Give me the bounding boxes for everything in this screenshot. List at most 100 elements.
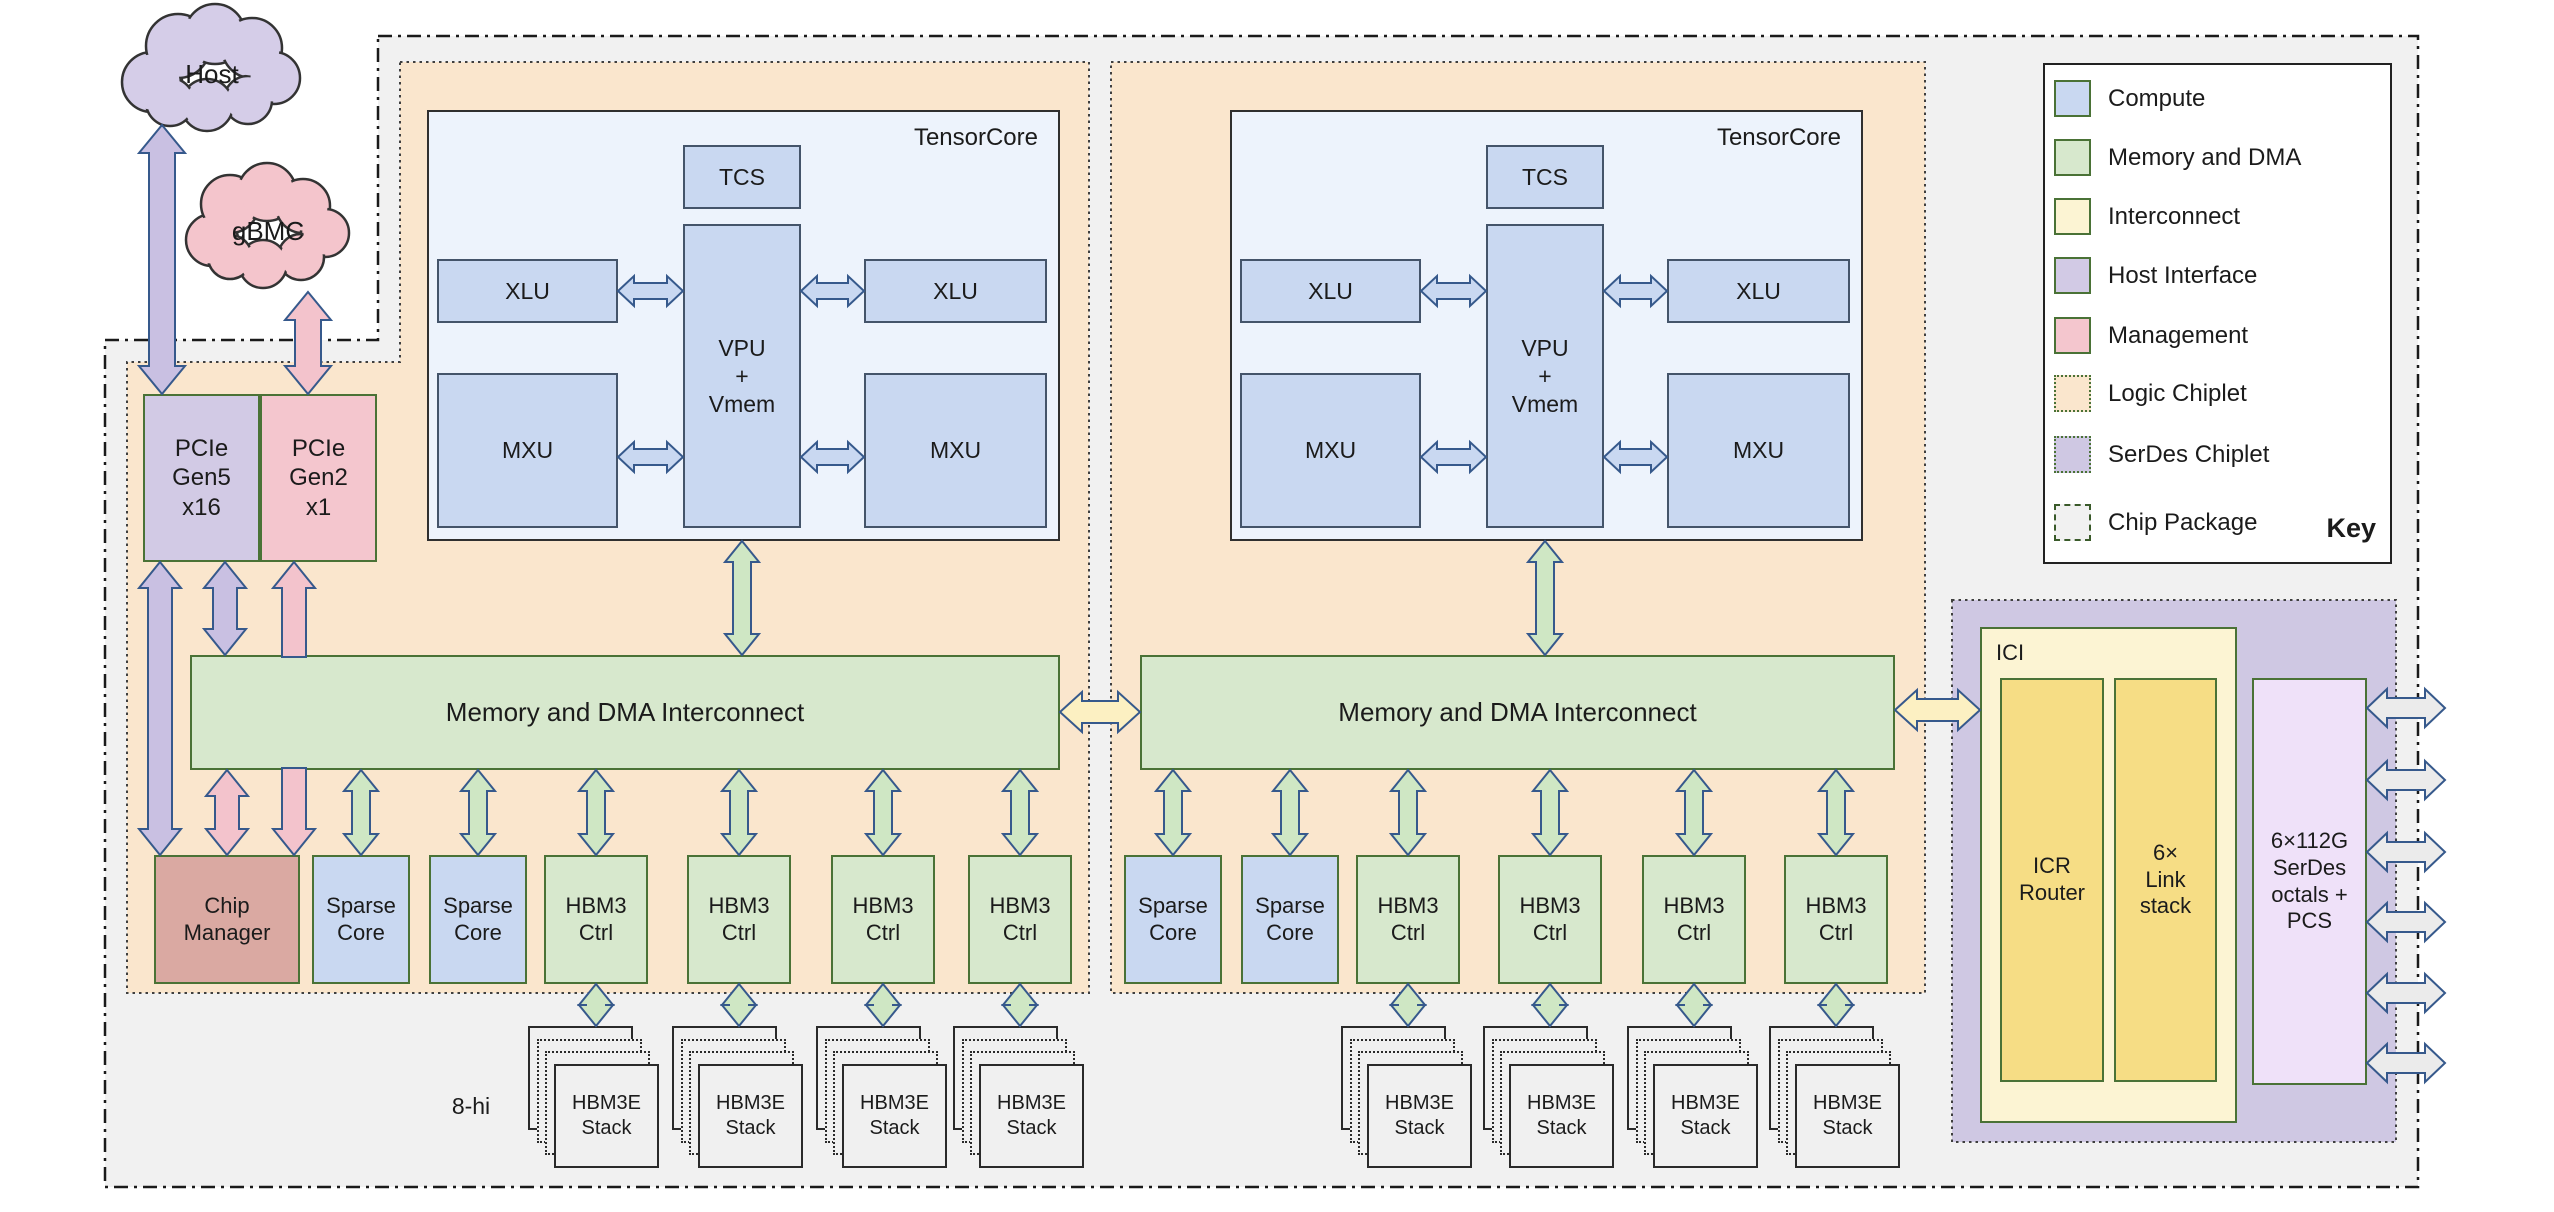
arrow-interconnect1-sparse-core-1	[341, 768, 381, 857]
arrow-hbm3-ctrl-5-stack	[1388, 982, 1428, 1028]
gbmc-cloud-label: gBMC	[231, 216, 305, 247]
hbm3-ctrl-1: HBM3 Ctrl	[544, 855, 648, 984]
sparse-core-1: Sparse Core	[312, 855, 410, 984]
compute-swatch	[2054, 80, 2091, 117]
management-swatch	[2054, 317, 2091, 354]
key-item-label: Memory and DMA	[2108, 143, 2302, 171]
arrow-interconnect1-hbm3-ctrl-2	[719, 768, 759, 857]
arrow-tensorcore2-interconnect2	[1525, 539, 1565, 657]
key-item-label: Compute	[2108, 84, 2206, 112]
pcie-gen5-block: PCIe Gen5 x16	[143, 394, 260, 562]
stack-card-front: HBM3E Stack	[554, 1064, 659, 1168]
sparse-core-4: Sparse Core	[1241, 855, 1339, 984]
key-box	[2043, 63, 2392, 564]
memory-dma-interconnect-2: Memory and DMA Interconnect	[1140, 655, 1895, 770]
arrow-hbm3-ctrl-1-stack	[576, 982, 616, 1028]
arrow-interconnect1-hbm3-ctrl-3	[863, 768, 903, 857]
arrow-interconnect2-sparse-core-3	[1153, 768, 1193, 857]
stack-card-front: HBM3E Stack	[1509, 1064, 1614, 1168]
host-interface-swatch	[2054, 257, 2091, 294]
hbm3e-stack-3: HBM3E Stack	[816, 1026, 948, 1170]
xlu-block-1-left: XLU	[437, 259, 618, 323]
hbm3-ctrl-6: HBM3 Ctrl	[1498, 855, 1602, 984]
arrow-serdes-link-1	[2365, 686, 2447, 730]
hbm3e-stack-6: HBM3E Stack	[1483, 1026, 1615, 1170]
key-item-memory-dma: Memory and DMA	[2054, 139, 2301, 176]
stack-card-front: HBM3E Stack	[698, 1064, 803, 1168]
key-item-logic-chiplet: Logic Chiplet	[2054, 375, 2247, 412]
memory-dma-swatch	[2054, 139, 2091, 176]
hbm3-ctrl-8: HBM3 Ctrl	[1784, 855, 1888, 984]
vpu-vmem-block-1: VPU + Vmem	[683, 224, 801, 528]
arrow-pcie-gen5-interconnect	[201, 560, 249, 657]
key-item-label: SerDes Chiplet	[2108, 440, 2270, 468]
arrow-gen2-chip-manager	[270, 767, 318, 857]
key-item-chip-package: Chip Package	[2054, 504, 2257, 541]
arrow-interconnect1-sparse-core-2	[458, 768, 498, 857]
hbm3e-stack-1: HBM3E Stack	[528, 1026, 660, 1170]
stack-card-front: HBM3E Stack	[979, 1064, 1084, 1168]
key-item-compute: Compute	[2054, 80, 2205, 117]
chip-package-swatch	[2054, 504, 2091, 541]
hbm3-ctrl-2: HBM3 Ctrl	[687, 855, 791, 984]
logic-chiplet-swatch	[2054, 375, 2091, 412]
arrow-interconnect2-hbm3-ctrl-6	[1530, 768, 1570, 857]
serdes-octals-block: 6×112G SerDes octals + PCS	[2252, 678, 2367, 1085]
key-item-label: Interconnect	[2108, 202, 2241, 230]
xlu-block-2-right: XLU	[1667, 259, 1850, 323]
memory-dma-interconnect-1: Memory and DMA Interconnect	[190, 655, 1060, 770]
stack-card-front: HBM3E Stack	[842, 1064, 947, 1168]
icr-router-block: ICR Router	[2000, 678, 2104, 1082]
hbm-stack-height-label: 8-hi	[451, 1092, 491, 1119]
arrow-serdes-link-6	[2365, 1041, 2447, 1085]
hbm3e-stack-8: HBM3E Stack	[1769, 1026, 1901, 1170]
arrow-interconnect2-sparse-core-4	[1270, 768, 1310, 857]
host-cloud-label: Host	[185, 59, 239, 90]
hbm3-ctrl-5: HBM3 Ctrl	[1356, 855, 1460, 984]
arrow-hbm3-ctrl-6-stack	[1530, 982, 1570, 1028]
mxu-block-1-left: MXU	[437, 373, 618, 528]
xlu-block-1-right: XLU	[864, 259, 1047, 323]
serdes-chiplet-swatch	[2054, 436, 2091, 473]
key-item-interconnect: Interconnect	[2054, 198, 2240, 235]
hbm3e-stack-2: HBM3E Stack	[672, 1026, 804, 1170]
arrow-interconnect1-hbm3-ctrl-1	[576, 768, 616, 857]
arrow-serdes-link-4	[2365, 900, 2447, 944]
arrow-hbm3-ctrl-7-stack	[1674, 982, 1714, 1028]
mxu-block-2-right: MXU	[1667, 373, 1850, 528]
key-item-serdes-chiplet: SerDes Chiplet	[2054, 436, 2269, 473]
tcs-block-2: TCS	[1486, 145, 1604, 209]
arrow-hbm3-ctrl-4-stack	[1000, 982, 1040, 1028]
key-item-label: Chip Package	[2108, 508, 2258, 536]
arrow-interconnect2-hbm3-ctrl-8	[1816, 768, 1856, 857]
arrow-interconnect1-chip-manager	[203, 768, 251, 857]
arrow-hbm3-ctrl-8-stack	[1816, 982, 1856, 1028]
arrow-interconnect2-ici	[1893, 687, 1982, 733]
stack-card-front: HBM3E Stack	[1795, 1064, 1900, 1168]
mxu-block-1-right: MXU	[864, 373, 1047, 528]
hbm3-ctrl-3: HBM3 Ctrl	[831, 855, 935, 984]
interconnect-swatch	[2054, 198, 2091, 235]
tensorcore-2-label: TensorCore	[1716, 124, 1841, 152]
stack-card-front: HBM3E Stack	[1367, 1064, 1472, 1168]
arrow-pcie-gen2-interconnect	[270, 560, 318, 658]
link-stack-block: 6× Link stack	[2114, 678, 2217, 1082]
hbm3-ctrl-4: HBM3 Ctrl	[968, 855, 1072, 984]
arrow-gbmc-pcie	[282, 290, 334, 396]
key-item-label: Management	[2108, 321, 2249, 349]
key-item-label: Logic Chiplet	[2108, 379, 2247, 407]
stack-card-front: HBM3E Stack	[1653, 1064, 1758, 1168]
key-item-host-interface: Host Interface	[2054, 257, 2257, 294]
hbm3e-stack-5: HBM3E Stack	[1341, 1026, 1473, 1170]
arrow-interconnect2-hbm3-ctrl-7	[1674, 768, 1714, 857]
hbm3-ctrl-7: HBM3 Ctrl	[1642, 855, 1746, 984]
arrow-hbm3-ctrl-3-stack	[863, 982, 903, 1028]
key-item-management: Management	[2054, 317, 2248, 354]
arrow-serdes-link-2	[2365, 758, 2447, 802]
arrow-interconnect1-interconnect2	[1058, 689, 1142, 735]
hbm3e-stack-7: HBM3E Stack	[1627, 1026, 1759, 1170]
tcs-block-1: TCS	[683, 145, 801, 209]
chip-manager-block: Chip Manager	[154, 855, 300, 984]
key-item-label: Host Interface	[2108, 261, 2258, 289]
arrow-interconnect2-hbm3-ctrl-5	[1388, 768, 1428, 857]
